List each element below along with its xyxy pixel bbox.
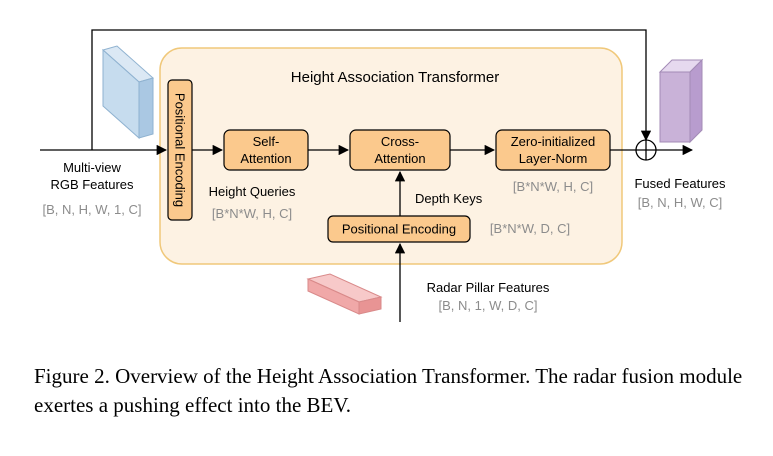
positional-encoding-vertical-label: Positional Encoding (173, 93, 188, 207)
architecture-diagram: Height Association Transformer Positiona… (40, 29, 726, 322)
figure-caption: Figure 2. Overview of the Height Associa… (34, 364, 743, 417)
input-shape: [B, N, H, W, 1, C] (43, 202, 142, 217)
radar-label: Radar Pillar Features (427, 280, 550, 295)
output-shape: [B, N, H, W, C] (638, 195, 723, 210)
positional-encoding-bottom-label: Positional Encoding (342, 222, 456, 237)
height-queries-label: Height Queries (209, 184, 296, 199)
self-attention-label-1: Self- (253, 134, 280, 149)
depth-keys-shape: [B*N*W, D, C] (490, 221, 570, 236)
depth-keys-label: Depth Keys (415, 191, 483, 206)
norm-shape: [B*N*W, H, C] (513, 179, 593, 194)
zero-init-label-1: Zero-initialized (511, 134, 596, 149)
radar-features-cube-icon (306, 273, 383, 315)
output-label: Fused Features (634, 176, 726, 191)
zero-init-layer-norm-block: Zero-initialized Layer-Norm (495, 129, 611, 171)
connections (40, 29, 694, 322)
positional-encoding-bottom-block: Positional Encoding (327, 215, 471, 243)
input-label-1: Multi-view (63, 160, 121, 175)
rgb-features-cube-icon (101, 45, 155, 140)
fused-features-cube-icon (658, 58, 704, 144)
cross-attention-label-2: Attention (374, 151, 425, 166)
positional-encoding-vertical-block: Positional Encoding (167, 79, 193, 221)
self-attention-label-2: Attention (240, 151, 291, 166)
self-attention-block: Self- Attention (223, 129, 309, 171)
height-queries-shape: [B*N*W, H, C] (212, 206, 292, 221)
sum-node-icon (635, 139, 657, 161)
region-title: Height Association Transformer (291, 69, 499, 86)
cross-attention-block: Cross- Attention (349, 129, 451, 171)
zero-init-label-2: Layer-Norm (519, 151, 588, 166)
input-label-2: RGB Features (50, 177, 134, 192)
cross-attention-label-1: Cross- (381, 134, 419, 149)
radar-shape: [B, N, 1, W, D, C] (439, 298, 538, 313)
